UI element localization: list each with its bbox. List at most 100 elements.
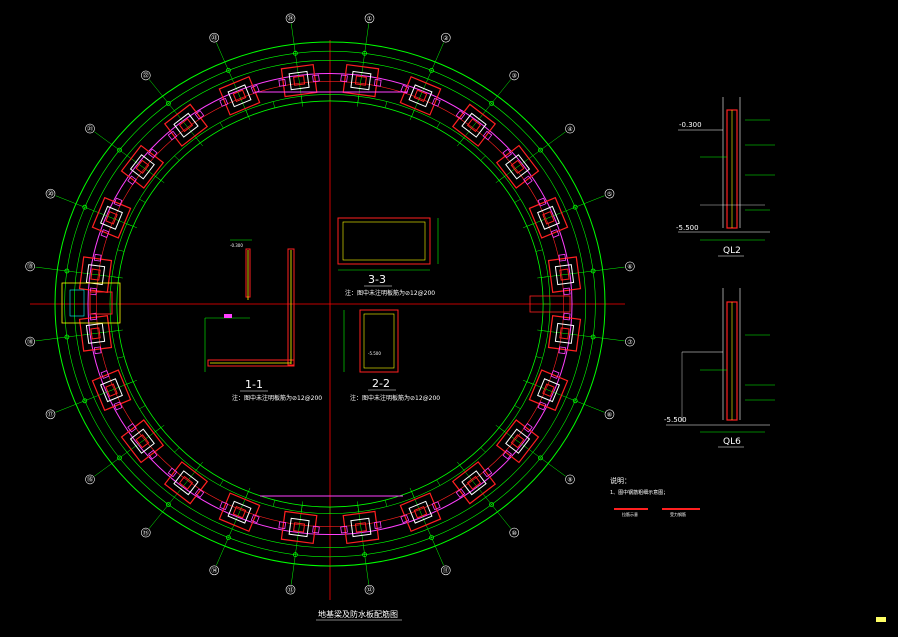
axis-bubble bbox=[45, 409, 56, 420]
radial-axis bbox=[35, 329, 123, 342]
ring-tick bbox=[117, 249, 125, 252]
ql2-elev-top: -0.300 bbox=[679, 121, 702, 129]
notes-heading: 说明： bbox=[610, 476, 631, 485]
ring-tick bbox=[480, 155, 486, 161]
radial-axis bbox=[457, 79, 511, 147]
radial-axis bbox=[290, 23, 303, 107]
ring-tick bbox=[117, 356, 125, 359]
ring-tick bbox=[111, 330, 119, 332]
ring-tick bbox=[535, 249, 543, 252]
ring-tick bbox=[272, 101, 276, 108]
ring-node bbox=[225, 535, 231, 540]
axis-bubble bbox=[625, 261, 635, 272]
ring-tick bbox=[480, 447, 486, 453]
ring-node bbox=[292, 552, 298, 558]
radial-axis bbox=[55, 195, 138, 229]
left-entrance-frame bbox=[61, 282, 121, 324]
axis-bubble bbox=[364, 584, 375, 595]
ring-node bbox=[538, 147, 543, 153]
axis-bubble bbox=[141, 70, 151, 81]
column-block bbox=[547, 253, 582, 296]
ring-tick bbox=[411, 110, 415, 117]
axis-bubble-label: ③ bbox=[512, 73, 517, 80]
radial-axis bbox=[537, 266, 625, 279]
ring-tick bbox=[301, 96, 303, 103]
ring-node bbox=[572, 204, 578, 210]
axis-bubble bbox=[509, 527, 520, 538]
ring-node bbox=[292, 50, 298, 56]
ring-tick bbox=[195, 137, 201, 144]
radial-axis bbox=[357, 501, 370, 585]
axis-bubble bbox=[25, 336, 35, 347]
ring-tick bbox=[514, 198, 521, 203]
axis-bubble bbox=[509, 70, 520, 81]
ring-4 bbox=[87, 72, 573, 536]
axis-bubble-label: ⑯ bbox=[87, 476, 93, 484]
ring-tick bbox=[384, 500, 388, 507]
axis-bubble bbox=[440, 32, 451, 43]
column-block bbox=[120, 144, 165, 189]
axis-bubble-label: ⑨ bbox=[567, 477, 572, 484]
ring-tick bbox=[126, 223, 134, 227]
axis-bubble bbox=[85, 123, 95, 134]
notes-item-1: 1、图中钢筋粗细示意图； bbox=[610, 489, 668, 496]
axis-bubble-label: ⑥ bbox=[627, 264, 632, 271]
column-block bbox=[451, 103, 497, 147]
axis-bubble-label: ⑫ bbox=[366, 586, 372, 594]
axis-bubble-label: ㉔ bbox=[287, 15, 293, 23]
ring-node bbox=[64, 334, 70, 340]
column-block bbox=[528, 196, 569, 239]
radial-axis bbox=[357, 23, 370, 107]
axis-bubble-label: ⑧ bbox=[607, 412, 612, 419]
notes-block: 说明： 1、图中钢筋粗细示意图； 拉筋示意 受力钢筋 bbox=[610, 476, 700, 517]
ring-2 bbox=[64, 50, 596, 558]
ring-tick bbox=[111, 276, 119, 278]
ring-tick bbox=[155, 427, 162, 432]
column-block bbox=[495, 144, 540, 189]
ring-tick bbox=[219, 479, 224, 486]
radial-axis bbox=[55, 379, 138, 413]
axis-bubble bbox=[364, 13, 375, 24]
section-2-2: -5.500 2-2 注：图中未注明板筋为⊘12@200 bbox=[343, 309, 440, 402]
ring-tick bbox=[139, 405, 146, 410]
svg-text:-0.300: -0.300 bbox=[230, 243, 243, 248]
axis-bubble bbox=[45, 188, 56, 199]
ring-tick bbox=[174, 155, 180, 161]
axis-bubble bbox=[565, 474, 575, 485]
ring-tick bbox=[384, 101, 388, 108]
radial-axis bbox=[457, 461, 511, 529]
ring-node bbox=[429, 535, 435, 540]
ring-tick bbox=[245, 491, 249, 498]
ring-node bbox=[362, 552, 368, 558]
axis-bubble-label: ⑦ bbox=[627, 339, 633, 346]
right-node bbox=[529, 295, 571, 313]
column-block bbox=[340, 510, 382, 545]
radial-axis bbox=[495, 131, 566, 183]
ring-tick bbox=[155, 176, 162, 181]
legend-item-1: 拉筋示意 bbox=[622, 511, 638, 517]
axis-bubble bbox=[285, 13, 296, 24]
ring-node bbox=[117, 147, 122, 153]
ring-node bbox=[489, 101, 495, 106]
ring-tick bbox=[174, 447, 180, 453]
ring-tick bbox=[219, 122, 224, 129]
column-block bbox=[218, 75, 261, 116]
ring-node bbox=[538, 455, 543, 461]
axis-bubble-label: ㉑ bbox=[87, 125, 93, 133]
radial-axis bbox=[290, 501, 303, 585]
column-block bbox=[278, 63, 320, 98]
ring-tick bbox=[535, 356, 543, 359]
ring-node bbox=[82, 204, 88, 210]
radial-axis bbox=[537, 329, 625, 342]
detail-ql6: -5.500 QL6 bbox=[664, 288, 775, 448]
ring-tick bbox=[526, 381, 534, 385]
ring-tick bbox=[514, 405, 521, 410]
section-1-1-label: 1-1 bbox=[245, 378, 263, 391]
ring-1 bbox=[54, 41, 606, 567]
axis-bubble-label: ㉒ bbox=[143, 72, 149, 80]
ring-node bbox=[82, 398, 88, 404]
ql6-elev-bottom: -5.500 bbox=[664, 416, 687, 424]
